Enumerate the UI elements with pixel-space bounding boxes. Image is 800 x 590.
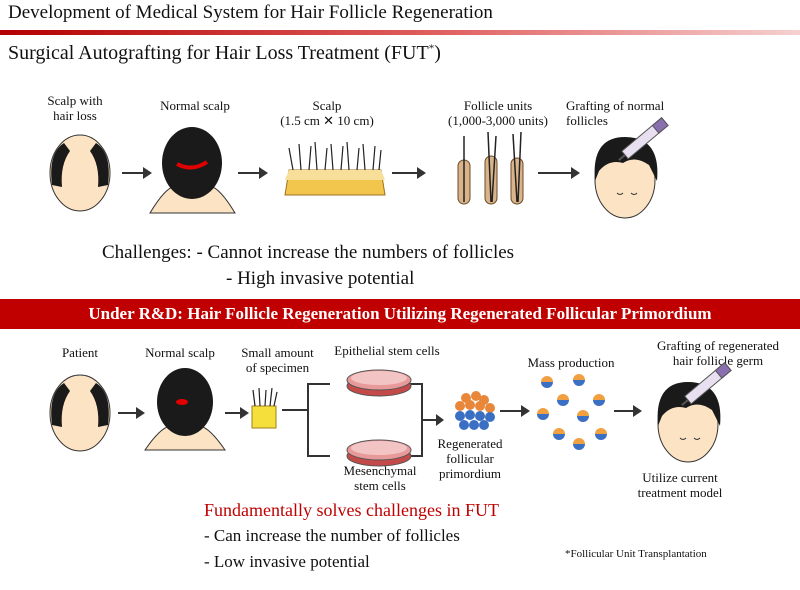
- challenge-item: - High invasive potential: [226, 268, 415, 289]
- label-line: treatment model: [637, 485, 723, 500]
- rd-banner: Under R&D: Hair Follicle Regeneration Ut…: [0, 299, 800, 329]
- flow-arrow: [118, 407, 145, 419]
- flow-arrow: [238, 167, 268, 179]
- label-line: Regenerated: [437, 436, 503, 451]
- label-patient: Patient: [61, 345, 99, 360]
- label-line: hair loss: [53, 108, 97, 123]
- label-line: of specimen: [245, 360, 310, 375]
- section1-title-end: ): [434, 42, 441, 64]
- flow-arrow: [122, 167, 152, 179]
- label-line: (1.5 cm ✕ 10 cm): [280, 113, 374, 128]
- section1-title-text: Surgical Autografting for Hair Loss Trea…: [8, 42, 429, 64]
- step-label-follicle-units: Follicle units(1,000-3,000 units): [428, 98, 568, 128]
- label-line: (1,000-3,000 units): [447, 113, 549, 128]
- page-title: Development of Medical System for Hair F…: [8, 2, 493, 23]
- epithelial-dish-illustration: [346, 369, 412, 397]
- specimen-illustration: [251, 387, 278, 429]
- section1-title: Surgical Autografting for Hair Loss Trea…: [8, 42, 441, 65]
- flow-arrow: [392, 167, 426, 179]
- footnote: *Follicular Unit Transplantation: [565, 548, 707, 560]
- step-label-scalp-strip: Scalp(1.5 cm ✕ 10 cm): [262, 98, 392, 128]
- flow-arrow: [500, 405, 530, 417]
- challenge-line-1: Challenges: - Cannot increase the number…: [102, 240, 514, 266]
- benefit-item: - Low invasive potential: [204, 552, 370, 571]
- label-line: follicles: [566, 113, 608, 128]
- section1-title-sup: *: [428, 42, 435, 55]
- challenge-item: - Cannot increase the numbers of follicl…: [196, 242, 515, 263]
- label-epithelial: Epithelial stem cells: [334, 343, 440, 358]
- label-line: Scalp with: [47, 93, 103, 108]
- patient-head-illustration: [49, 374, 111, 452]
- label-line: primordium: [438, 466, 502, 481]
- label-normal-scalp-2: Normal scalp: [145, 345, 215, 360]
- mesenchymal-dish-illustration: [346, 439, 412, 467]
- label-line: Grafting of normal: [566, 98, 665, 113]
- label-mass-production: Mass production: [527, 355, 615, 370]
- step-label-normal-scalp: Normal scalp: [140, 98, 250, 113]
- label-line: Mesenchymal: [343, 463, 417, 478]
- challenges-block: Challenges: - Cannot increase the number…: [102, 240, 514, 292]
- label-line: follicular: [446, 451, 494, 466]
- flow-arrow: [614, 405, 642, 417]
- label-line: Follicle units: [463, 98, 533, 113]
- grafting-regenerated-head-illustration: [657, 362, 732, 463]
- bald-head-illustration: [49, 134, 111, 212]
- normal-scalp-back-illustration: [149, 127, 236, 214]
- label-line: stem cells: [354, 478, 406, 493]
- label-line: Normal scalp: [160, 98, 230, 113]
- label-line: Small amount: [241, 345, 314, 360]
- grafting-head-illustration: [594, 117, 669, 219]
- scalp-strip-illustration: [284, 141, 386, 196]
- challenges-label: Challenges:: [102, 242, 192, 263]
- normal-scalp-back-illustration-2: [144, 368, 226, 451]
- benefit-item: - Can increase the number of follicles: [204, 526, 460, 545]
- mass-production-illustration: [537, 374, 607, 450]
- label-line: Grafting of regenerated: [657, 338, 779, 353]
- label-line: hair follicle germ: [672, 353, 764, 368]
- branch-connector: [282, 383, 444, 457]
- primordium-cluster-illustration: [455, 391, 495, 430]
- label-line: Utilize current: [642, 470, 718, 485]
- follicle-units-illustration: [457, 131, 524, 205]
- flow-arrow: [225, 407, 249, 419]
- solves-statement: Fundamentally solves challenges in FUT: [204, 500, 499, 520]
- flow-arrow: [538, 167, 580, 179]
- label-line: Scalp: [312, 98, 342, 113]
- title-divider: [0, 30, 800, 35]
